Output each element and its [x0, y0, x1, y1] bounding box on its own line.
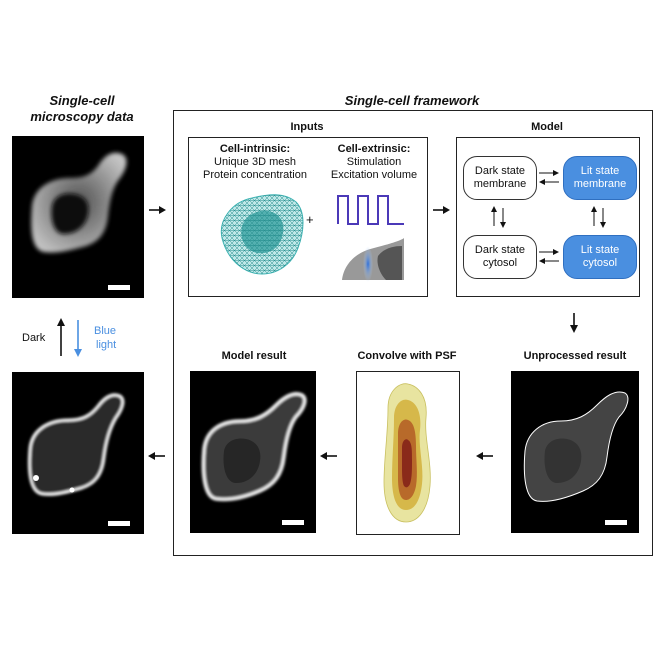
model-title: Model	[531, 121, 563, 133]
right-arrow-icon	[149, 206, 166, 214]
convolve-title: Convolve with PSF	[357, 350, 457, 362]
state-dark-membrane: Dark state membrane	[463, 156, 537, 200]
transition-arrows-lit-icon	[591, 206, 606, 228]
psf-icon	[383, 383, 431, 523]
state-lit-membrane: Lit state membrane	[563, 156, 637, 200]
cell-extrinsic-text: Cell-extrinsic: Stimulation Excitation v…	[330, 143, 418, 181]
microscopy-image-dark	[12, 136, 144, 298]
inputs-title: Inputs	[290, 121, 324, 133]
left-arrow-icon	[148, 452, 165, 460]
model-result-title: Model result	[221, 350, 287, 362]
excitation-volume-icon	[342, 238, 404, 282]
scale-bar	[605, 520, 627, 525]
blue-light-label: Blue light	[94, 325, 117, 351]
unprocessed-result-image	[511, 371, 639, 533]
left-arrow-icon	[476, 452, 493, 460]
down-arrow-icon	[74, 320, 82, 357]
left-arrow-icon	[320, 452, 337, 460]
scale-bar	[108, 285, 130, 290]
up-arrow-icon	[57, 318, 65, 356]
unprocessed-title: Unprocessed result	[523, 350, 627, 362]
model-result-image	[190, 371, 316, 533]
left-title-line1: Single-cell	[49, 93, 115, 108]
transition-arrows-dark-icon	[491, 206, 506, 228]
dark-label: Dark	[22, 332, 46, 344]
microscopy-image-lit	[12, 372, 144, 534]
left-title-line2: microscopy data	[30, 109, 134, 124]
framework-title: Single-cell framework	[344, 93, 480, 108]
state-lit-cytosol: Lit state cytosol	[563, 235, 637, 279]
plus-sign: +	[306, 212, 314, 227]
scale-bar	[282, 520, 304, 525]
left-column-title: Single-cell microscopy data	[12, 93, 152, 125]
scale-bar	[108, 521, 130, 526]
state-dark-cytosol: Dark state cytosol	[463, 235, 537, 279]
stimulation-pulse-icon	[337, 195, 404, 225]
cell-mesh-icon	[220, 194, 304, 275]
transition-arrows-membrane-icon	[539, 170, 559, 185]
down-arrow-icon	[570, 313, 578, 333]
cell-intrinsic-text: Cell-intrinsic: Unique 3D mesh Protein c…	[203, 143, 307, 181]
right-arrow-icon	[433, 206, 450, 214]
transition-arrows-cytosol-icon	[539, 249, 559, 264]
